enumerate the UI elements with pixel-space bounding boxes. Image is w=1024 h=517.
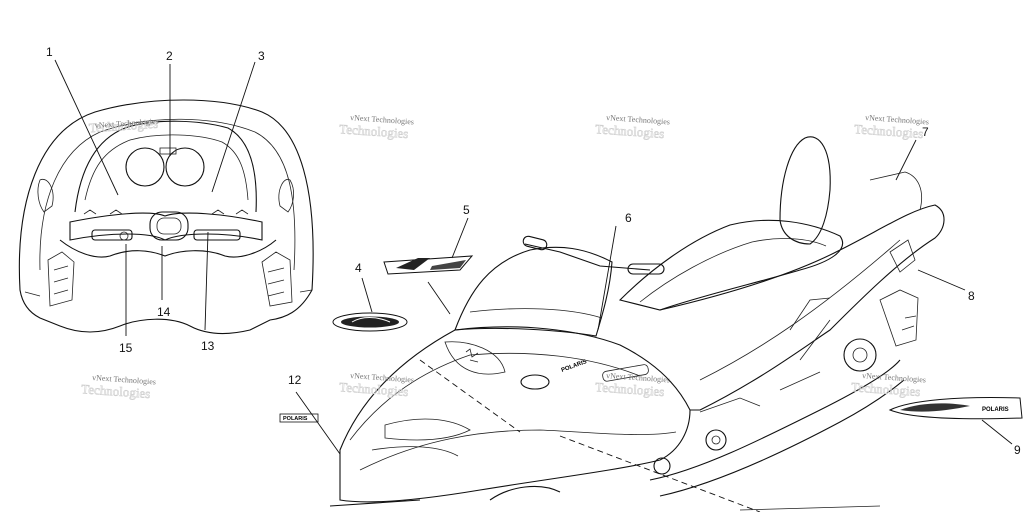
- watermark: Technologies vNext Technologies: [339, 371, 415, 399]
- watermark: Technologies vNext Technologies: [851, 371, 927, 399]
- callout-7: 7: [922, 125, 929, 139]
- watermark-text: vNext Technologies: [606, 371, 670, 384]
- callout-3: 3: [258, 49, 265, 63]
- watermark-text: vNext Technologies: [92, 373, 156, 386]
- watermark-text: vNext Technologies: [865, 113, 929, 126]
- watermarks: Technologies vNext Technologies Technolo…: [81, 113, 930, 401]
- watermark-ghost: Technologies: [88, 116, 158, 136]
- dash-console-illustration: [18, 99, 314, 335]
- watermark: Technologies vNext Technologies: [339, 113, 415, 141]
- snowmobile-illustration: POLARIS: [329, 136, 945, 511]
- polaris-side-decal: POLARIS: [982, 407, 1009, 413]
- callout-12: 12: [288, 373, 302, 387]
- callout-13: 13: [201, 339, 215, 353]
- watermark-ghost: Technologies: [851, 379, 921, 399]
- watermark-ghost: Technologies: [339, 379, 409, 399]
- decal-part-4: [332, 312, 408, 332]
- watermark-text: vNext Technologies: [350, 371, 414, 384]
- decal-part-9: POLARIS: [888, 397, 1023, 420]
- callout-9: 9: [1014, 443, 1021, 457]
- watermark-text: vNext Technologies: [606, 113, 670, 126]
- watermark: Technologies vNext Technologies: [81, 373, 157, 401]
- callout-2: 2: [166, 49, 173, 63]
- watermark: Technologies vNext Technologies: [595, 371, 671, 399]
- callout-5: 5: [463, 203, 470, 217]
- leader-lines: [54, 59, 1013, 513]
- watermark: Technologies vNext Technologies: [88, 115, 159, 136]
- watermark: Technologies vNext Technologies: [854, 113, 930, 141]
- callout-15: 15: [119, 341, 133, 355]
- watermark-ghost: Technologies: [339, 121, 409, 141]
- watermark-text: vNext Technologies: [862, 371, 926, 384]
- callout-14: 14: [157, 305, 171, 319]
- polaris-small-decal: POLARIS: [283, 416, 308, 422]
- polaris-hood-decal: POLARIS: [561, 359, 588, 374]
- callout-numbers: 1 2 3 4 5 6 7 8 9 12 13 14 15: [46, 45, 1021, 457]
- decal-part-12: POLARIS: [279, 413, 319, 423]
- callout-8: 8: [968, 289, 975, 303]
- watermark-ghost: Technologies: [595, 379, 665, 399]
- watermark-ghost: Technologies: [81, 381, 151, 401]
- callout-4: 4: [355, 261, 362, 275]
- watermark-text: vNext Technologies: [350, 113, 414, 126]
- watermark: Technologies vNext Technologies: [595, 113, 671, 141]
- watermark-text: vNext Technologies: [95, 117, 159, 130]
- watermark-ghost: Technologies: [595, 121, 665, 141]
- callout-1: 1: [46, 45, 53, 59]
- callout-6: 6: [625, 211, 632, 225]
- decal-part-5: [383, 255, 474, 275]
- watermark-ghost: Technologies: [854, 121, 924, 141]
